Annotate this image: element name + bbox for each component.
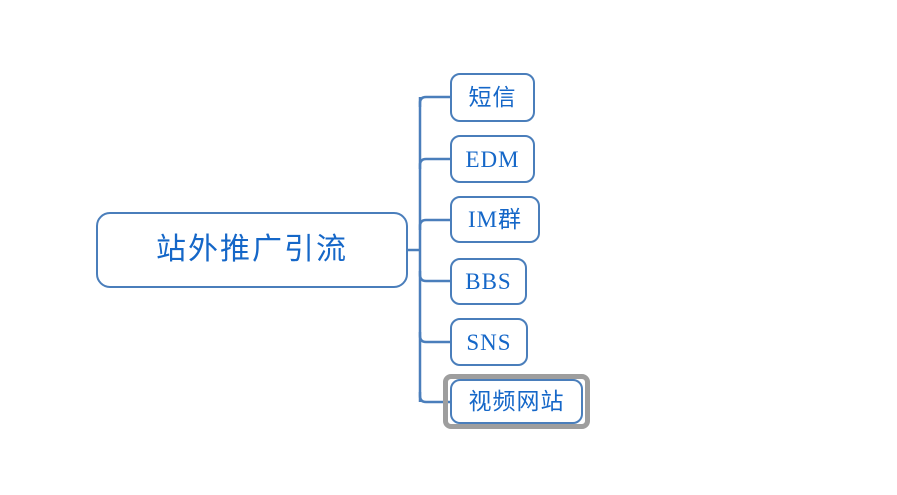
connector-branch-5 bbox=[418, 332, 450, 344]
child-node-label: 短信 bbox=[468, 85, 517, 110]
child-node-label: BBS bbox=[465, 269, 512, 294]
child-node-bbs[interactable]: BBS bbox=[450, 258, 527, 305]
connector-branch-1 bbox=[418, 95, 450, 107]
child-node-video-site[interactable]: 视频网站 bbox=[450, 379, 583, 424]
child-node-im-group[interactable]: IM群 bbox=[450, 196, 540, 243]
root-node[interactable]: 站外推广引流 bbox=[96, 212, 408, 288]
child-node-label: EDM bbox=[465, 146, 520, 172]
connector-branch-6 bbox=[418, 392, 450, 404]
child-node-label: SNS bbox=[466, 329, 512, 355]
child-node-label: 视频网站 bbox=[468, 389, 565, 414]
child-node-sns[interactable]: SNS bbox=[450, 318, 528, 366]
selection-frame bbox=[443, 374, 590, 429]
connector-branch-4 bbox=[418, 271, 450, 283]
connector-branch-3 bbox=[418, 218, 450, 230]
connector-branch-2 bbox=[418, 157, 450, 169]
root-node-label: 站外推广引流 bbox=[156, 233, 348, 266]
child-node-sms[interactable]: 短信 bbox=[450, 73, 535, 122]
child-node-label: IM群 bbox=[467, 207, 523, 232]
child-node-edm[interactable]: EDM bbox=[450, 135, 535, 183]
